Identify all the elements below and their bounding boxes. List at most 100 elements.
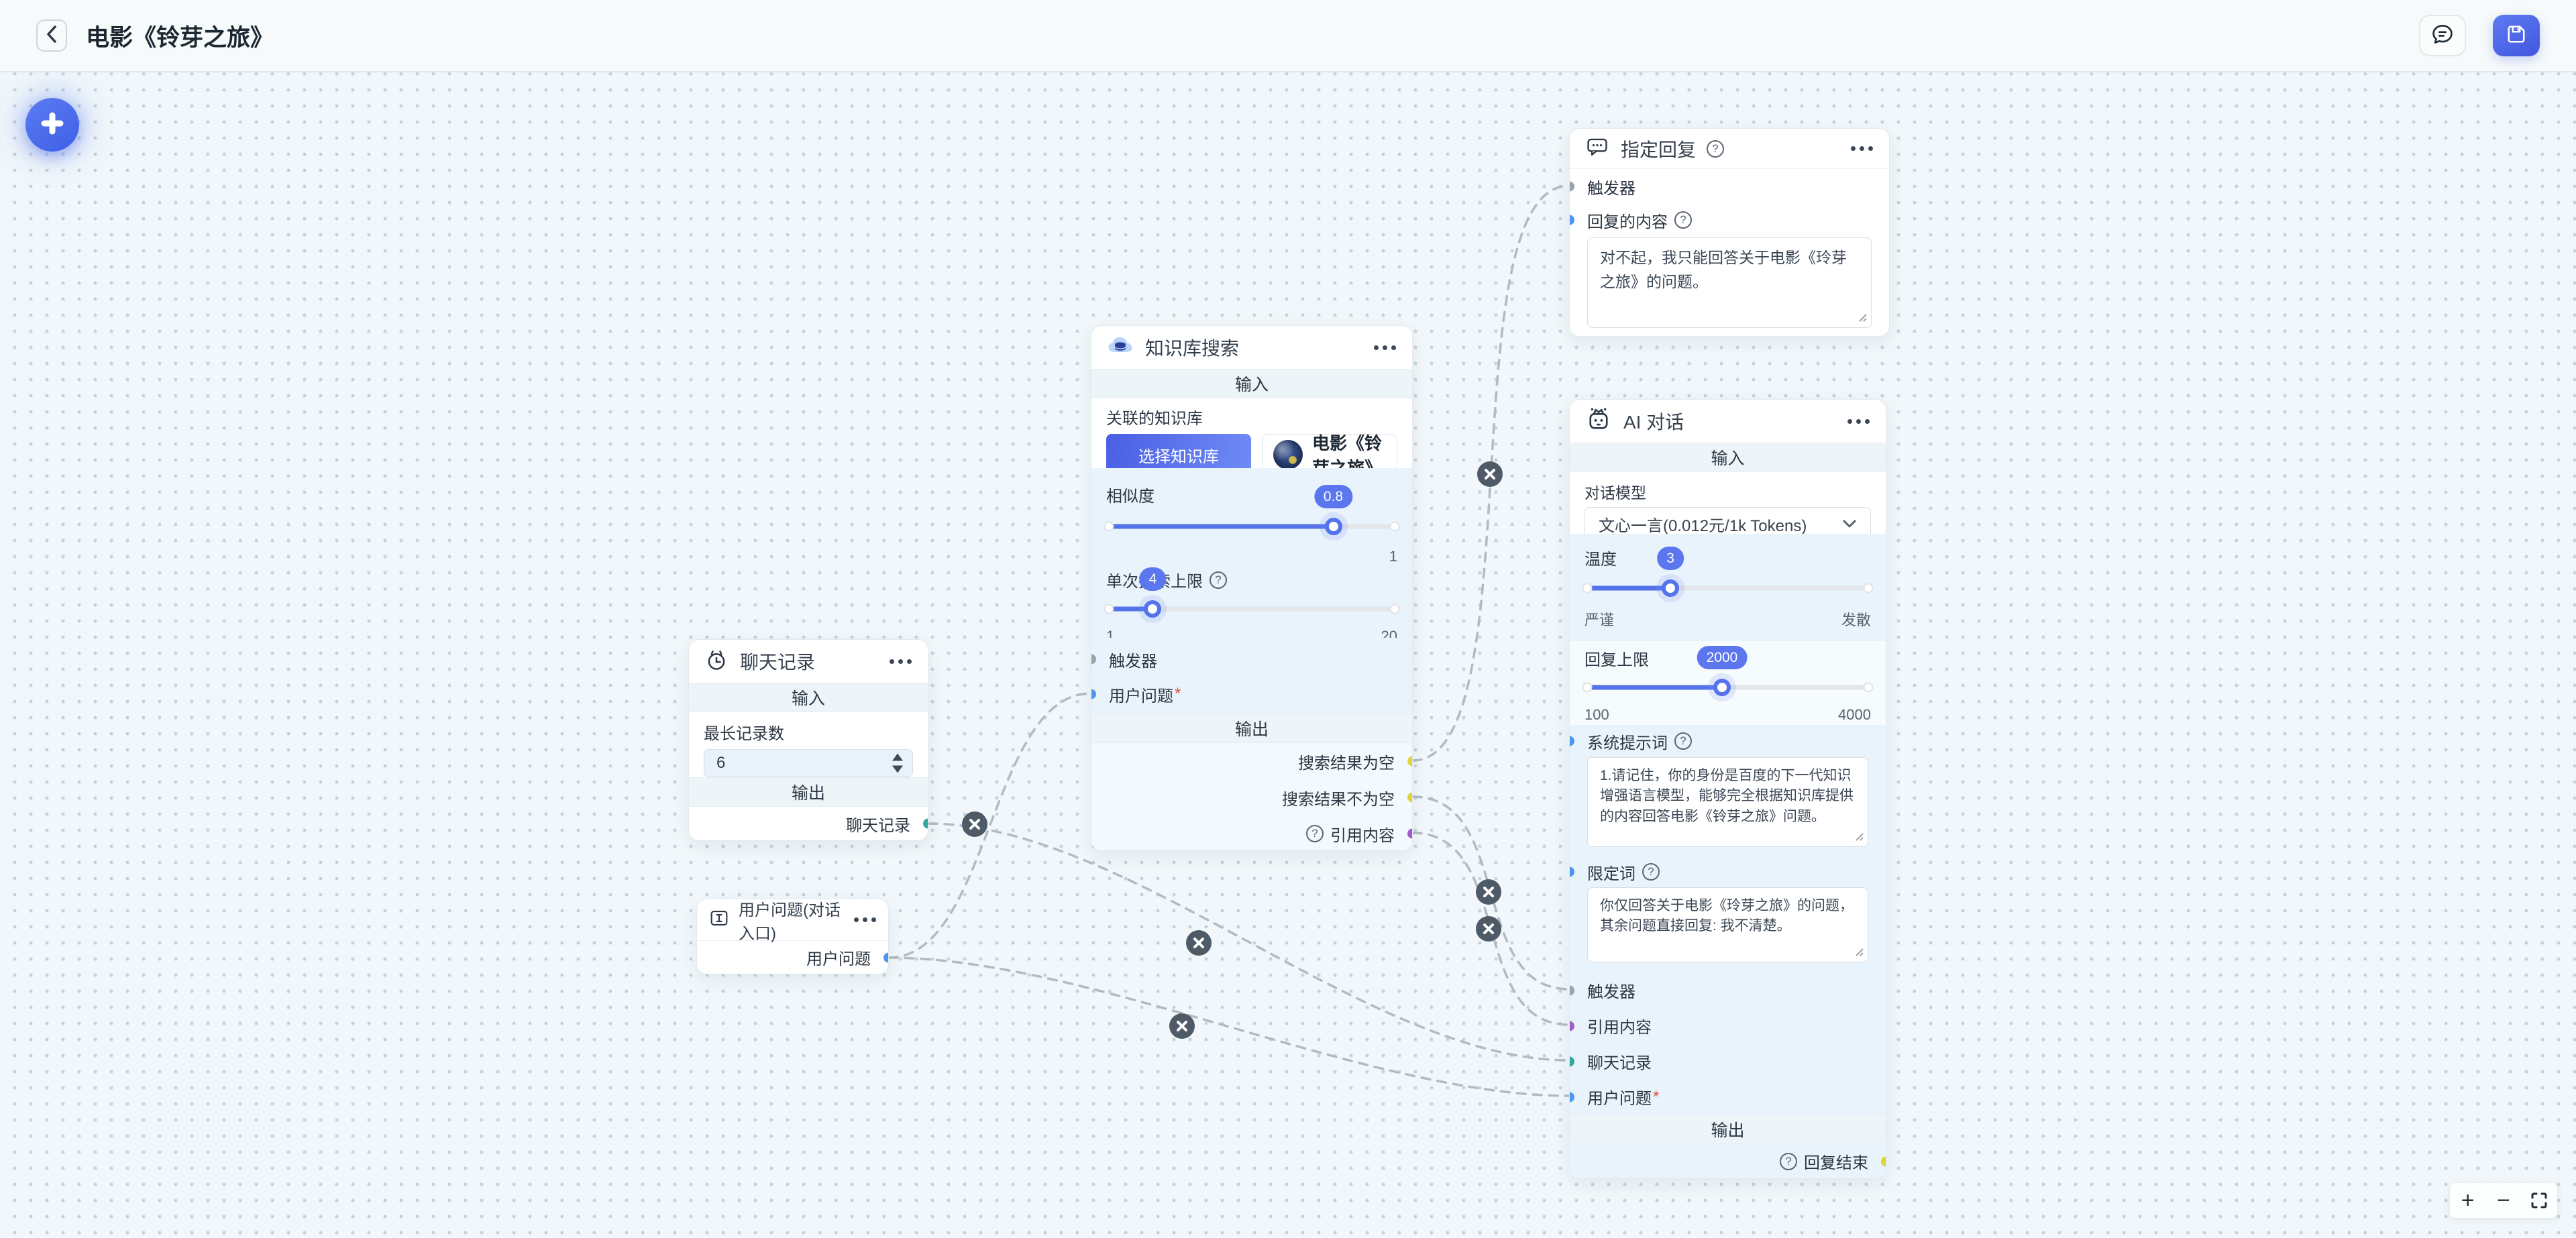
- kb-thumbnail: [1273, 440, 1303, 469]
- wire-chathistory-to-aichat: [927, 822, 1570, 1062]
- output-row: 搜索结果不为空: [1091, 779, 1412, 815]
- output-port-chat-history[interactable]: [923, 818, 928, 829]
- reply-content-textarea[interactable]: 对不起，我只能回答关于电影《玲芽之旅》的问题。: [1587, 237, 1872, 328]
- input-port-citation[interactable]: [1570, 1021, 1574, 1031]
- port-label: 聊天记录: [1587, 1054, 1652, 1072]
- more-menu-button[interactable]: [1846, 415, 1871, 428]
- output-section-header: 输出: [1091, 714, 1412, 743]
- help-icon[interactable]: ?: [1707, 139, 1725, 158]
- add-node-button[interactable]: [25, 98, 79, 152]
- search-limit-slider[interactable]: 4: [1104, 567, 1400, 626]
- slider-handle[interactable]: 0.8: [1313, 485, 1353, 535]
- input-section-header: 输入: [1091, 369, 1412, 398]
- arrow-down-icon[interactable]: [892, 765, 903, 773]
- input-port-trigger[interactable]: [1570, 181, 1574, 192]
- node-title: 用户问题(对话入口): [739, 901, 841, 943]
- input-port-system-prompt[interactable]: [1570, 736, 1574, 746]
- output-port-citation[interactable]: [1407, 828, 1412, 839]
- input-port-row: 引用内容: [1570, 1008, 1886, 1044]
- system-prompt-textarea[interactable]: 1.请记住，你的身份是百度的下一代知识增强语言模型，能够完全根据知识库提供的内容…: [1587, 757, 1868, 847]
- text-cursor-icon: [708, 907, 731, 933]
- slider-handle[interactable]: 2000: [1697, 646, 1748, 696]
- help-icon[interactable]: ?: [1674, 211, 1692, 229]
- back-button[interactable]: [36, 19, 67, 52]
- output-port-label: 用户问题: [806, 950, 871, 968]
- zoom-out-button[interactable]: −: [2497, 1188, 2510, 1213]
- node-ai-chat[interactable]: AI 对话 输入 对话模型 文心一言(0.012元/1k Tokens) 温度 …: [1569, 399, 1886, 1179]
- more-menu-button[interactable]: [1373, 341, 1397, 354]
- slider-handle[interactable]: 3: [1657, 547, 1684, 597]
- input-port-user-question[interactable]: [1570, 1092, 1574, 1102]
- plus-icon: [39, 110, 66, 140]
- input-port-row: 触发器: [1091, 642, 1412, 677]
- input-port-trigger[interactable]: [1570, 985, 1574, 995]
- max-records-field: 最长记录数 6: [689, 712, 928, 777]
- help-icon[interactable]: ?: [1674, 732, 1692, 750]
- wire-userquestion-to-aichat: [888, 956, 1570, 1097]
- help-icon[interactable]: ?: [1780, 1152, 1797, 1170]
- save-button[interactable]: [2493, 15, 2540, 56]
- slider-handle[interactable]: 4: [1139, 567, 1167, 618]
- required-mark: *: [1175, 685, 1181, 703]
- more-menu-button[interactable]: [888, 655, 913, 668]
- output-port-reply-end[interactable]: [1881, 1156, 1886, 1166]
- flow-canvas[interactable]: 聊天记录 输入 最长记录数 6 输出 聊天记录 用户问题(对话入口): [0, 72, 2576, 1238]
- node-header[interactable]: AI 对话: [1570, 400, 1886, 443]
- delete-wire-icon[interactable]: [1169, 1013, 1195, 1039]
- node-kb-search[interactable]: 知识库搜索 输入 关联的知识库 选择知识库 电影《铃芽之旅》 相似度 0.8: [1091, 325, 1413, 851]
- output-port-empty[interactable]: [1407, 756, 1412, 767]
- model-field: 对话模型 文心一言(0.012元/1k Tokens): [1570, 472, 1886, 541]
- reply-limit-max-label: 4000: [1838, 706, 1871, 723]
- output-port-label: 搜索结果不为空: [1282, 790, 1395, 809]
- output-port-label: 搜索结果为空: [1298, 754, 1395, 773]
- node-user-question[interactable]: 用户问题(对话入口) 用户问题: [696, 899, 889, 974]
- output-port-user-question[interactable]: [883, 952, 888, 962]
- delete-wire-icon[interactable]: [1186, 930, 1212, 956]
- node-header[interactable]: 用户问题(对话入口): [697, 899, 888, 943]
- input-port-qualifier[interactable]: [1570, 866, 1574, 877]
- node-chat-history[interactable]: 聊天记录 输入 最长记录数 6 输出 聊天记录: [688, 639, 928, 841]
- similarity-slider[interactable]: 0.8: [1104, 485, 1400, 547]
- delete-wire-icon[interactable]: [962, 811, 987, 837]
- output-port-label: 聊天记录: [846, 816, 910, 835]
- delete-wire-icon[interactable]: [1477, 461, 1503, 487]
- port-label: 触发器: [1109, 652, 1157, 671]
- node-header[interactable]: 知识库搜索: [1091, 326, 1412, 369]
- help-icon[interactable]: ?: [1642, 863, 1660, 881]
- output-port-not-empty[interactable]: [1407, 792, 1412, 803]
- chat-preview-button[interactable]: [2419, 15, 2466, 56]
- node-header[interactable]: 指定回复 ?: [1570, 129, 1889, 169]
- input-port-content[interactable]: [1570, 215, 1574, 225]
- output-section-header: 输出: [1570, 1115, 1886, 1144]
- help-icon[interactable]: ?: [1306, 825, 1324, 842]
- fit-view-button[interactable]: [2524, 1192, 2554, 1209]
- system-prompt-label: 系统提示词: [1587, 734, 1668, 752]
- qualifier-label-row: 限定词?: [1570, 856, 1886, 887]
- port-label: 用户问题: [1109, 687, 1173, 706]
- kb-label: 关联的知识库: [1106, 410, 1203, 428]
- node-title: 聊天记录: [740, 652, 816, 673]
- system-prompt-label-row: 系统提示词?: [1570, 725, 1886, 757]
- max-records-input[interactable]: 6: [704, 749, 913, 777]
- arrow-up-icon[interactable]: [892, 753, 903, 761]
- delete-wire-icon[interactable]: [1476, 916, 1501, 942]
- qualifier-label: 限定词: [1587, 864, 1635, 883]
- number-stepper[interactable]: [892, 753, 903, 773]
- input-section-header: 输入: [689, 683, 928, 712]
- more-menu-button[interactable]: [853, 913, 877, 926]
- output-section-header: 输出: [689, 777, 928, 807]
- input-port-user-question[interactable]: [1091, 689, 1096, 699]
- help-icon[interactable]: ?: [1210, 571, 1227, 589]
- qualifier-textarea[interactable]: 你仅回答关于电影《玲芽之旅》的问题，其余问题直接回复: 我不清楚。: [1587, 887, 1868, 962]
- node-header[interactable]: 聊天记录: [689, 640, 928, 683]
- reply-limit-slider[interactable]: 2000: [1582, 646, 1874, 705]
- temperature-label: 温度: [1585, 551, 1617, 569]
- output-row: 搜索结果为空: [1091, 743, 1412, 779]
- input-port-trigger[interactable]: [1091, 654, 1096, 665]
- input-port-chat-history[interactable]: [1570, 1056, 1574, 1066]
- delete-wire-icon[interactable]: [1476, 879, 1501, 905]
- temperature-slider[interactable]: 3: [1582, 547, 1874, 607]
- more-menu-button[interactable]: [1849, 142, 1874, 155]
- node-fixed-reply[interactable]: 指定回复 ? 触发器 回复的内容? 对不起，我只能回答关于电影《玲芽之旅》的问题…: [1569, 128, 1890, 337]
- zoom-in-button[interactable]: +: [2461, 1188, 2475, 1213]
